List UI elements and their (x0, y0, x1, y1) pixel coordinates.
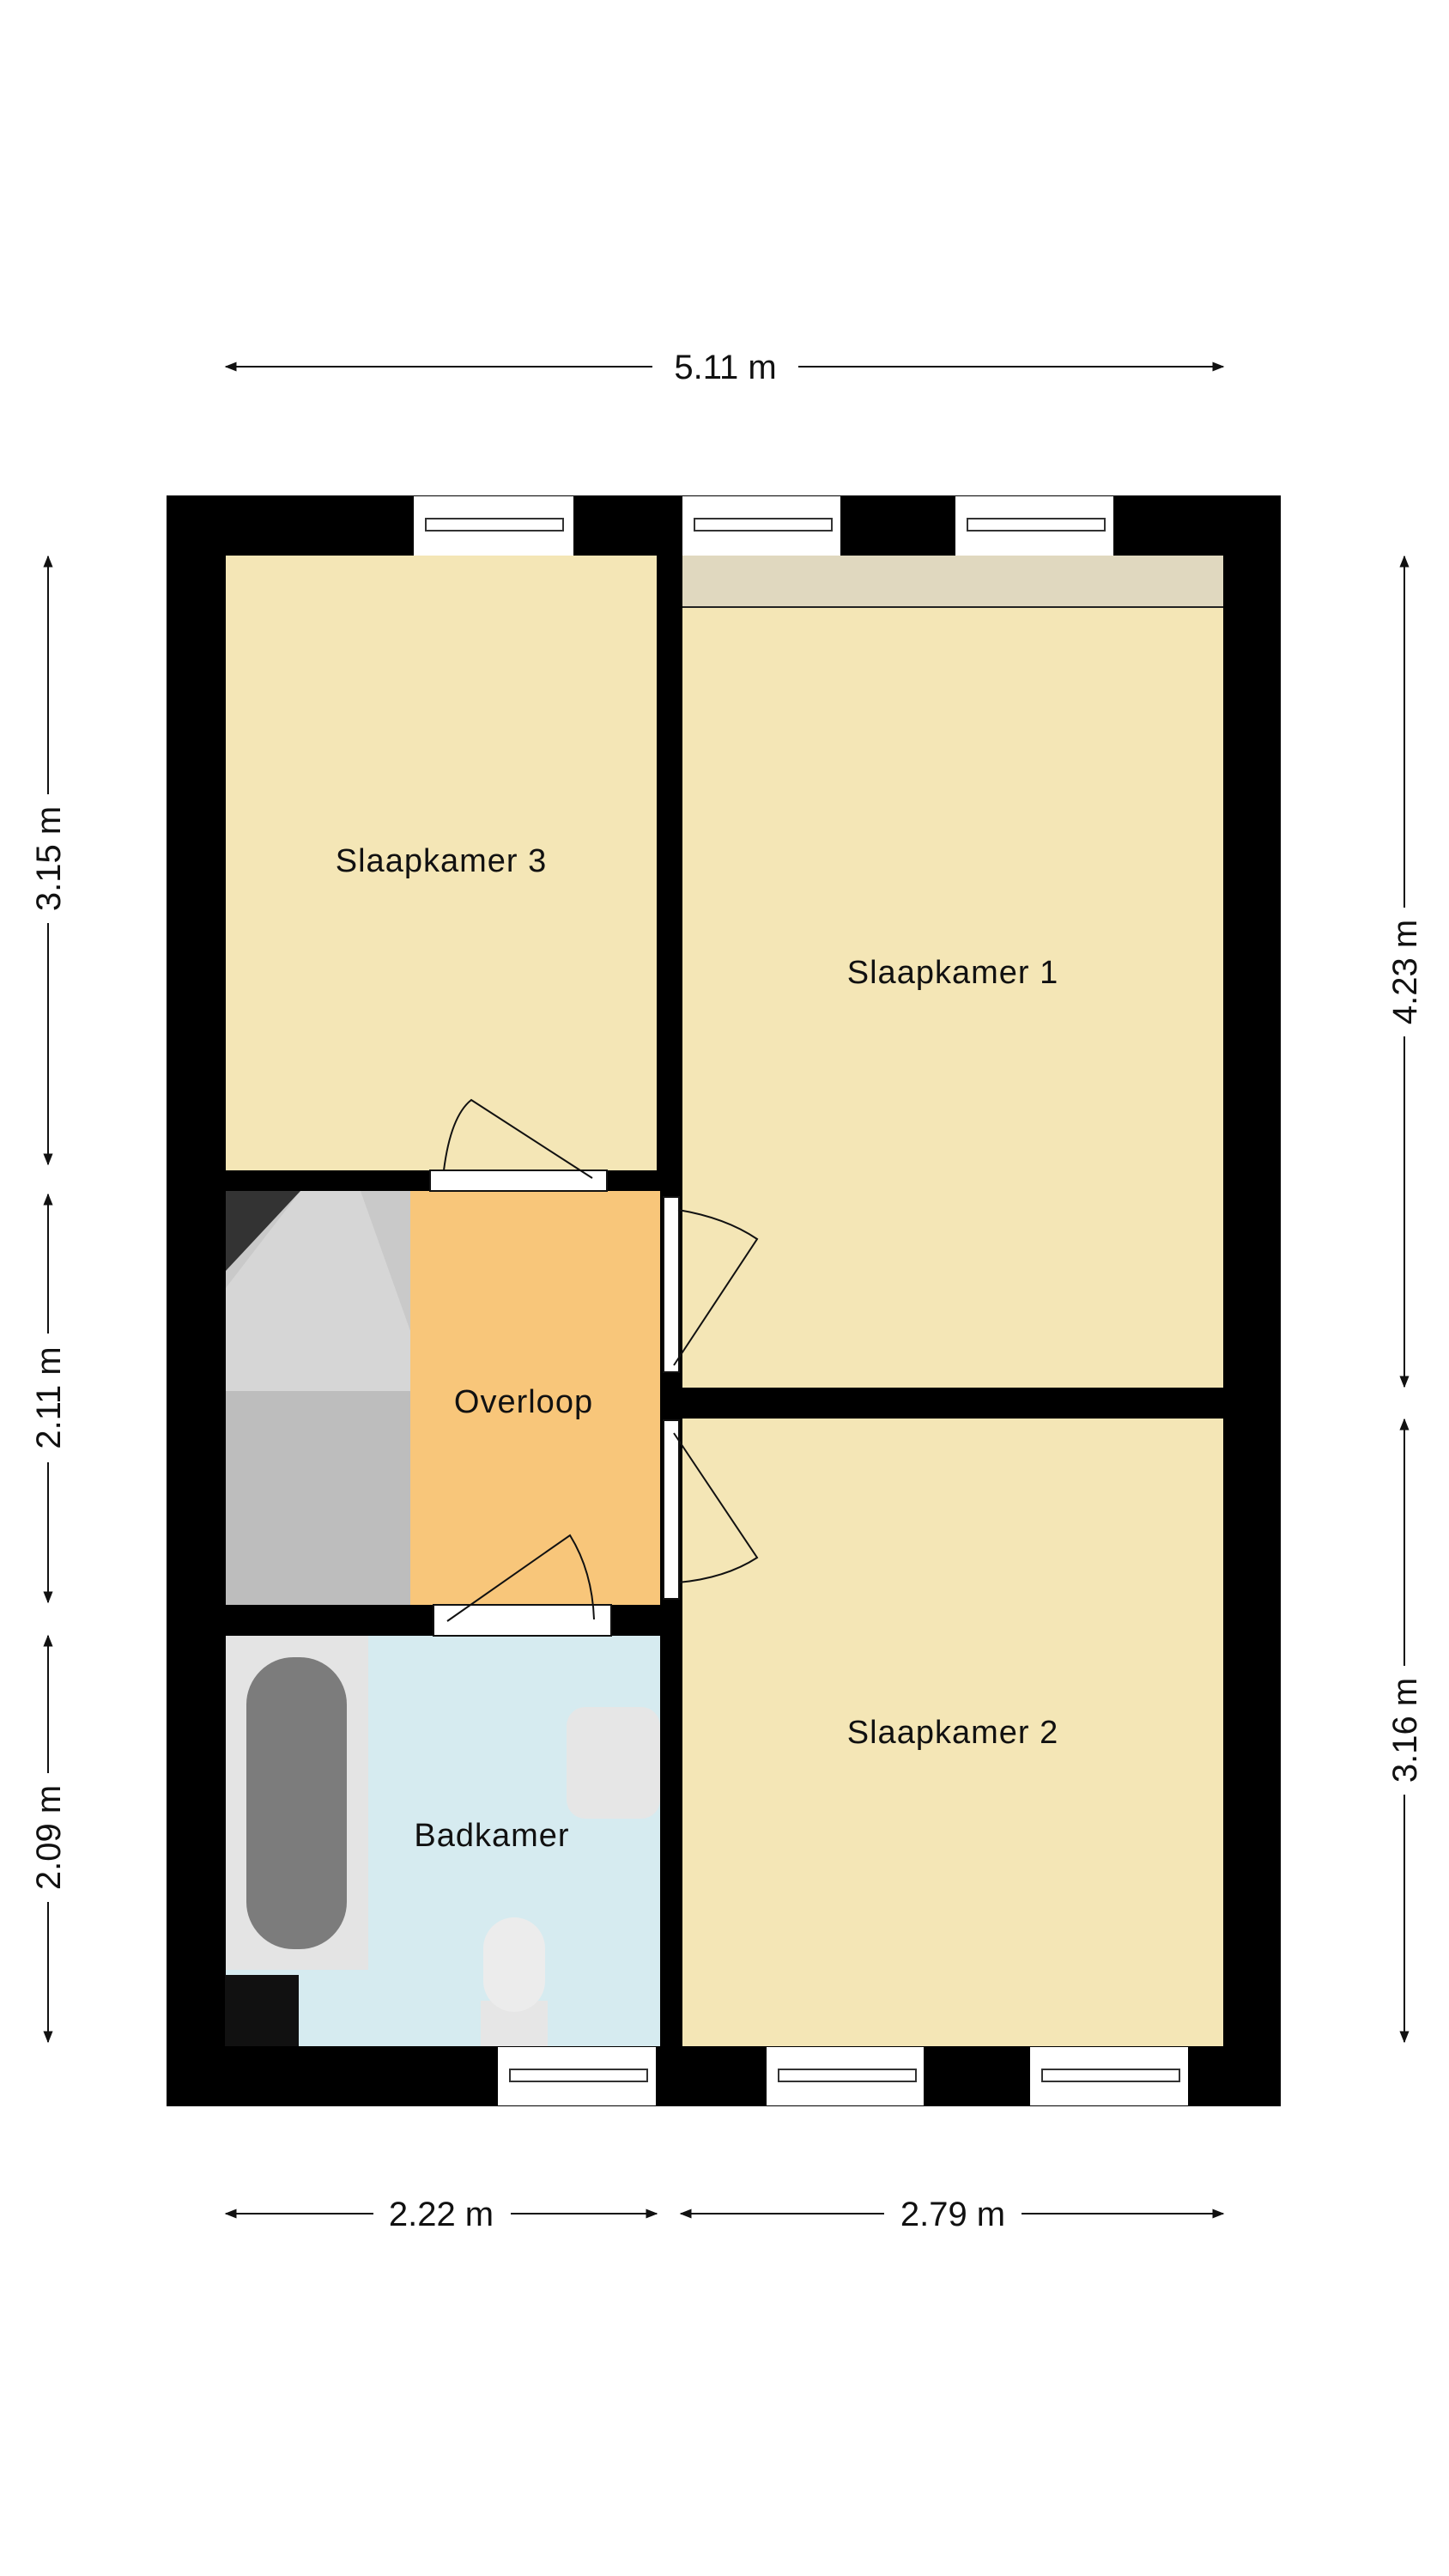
dim-bottom-right: 2.79 m (900, 2196, 1005, 2233)
dim-top-total: 5.11 m (674, 349, 776, 386)
room-slaapkamer-2[interactable] (682, 1419, 1223, 2046)
door-slaapkamer-3[interactable] (429, 1098, 608, 1192)
room-label-overloop: Overloop (454, 1384, 593, 1420)
windows-top (414, 496, 1113, 556)
windows-bottom (498, 2047, 1188, 2105)
dim-left-bottom: 2.09 m (30, 1785, 68, 1890)
dim-bottom-left: 2.22 m (389, 2196, 494, 2233)
door-slaapkamer-1[interactable] (663, 1196, 759, 1373)
sink (567, 1707, 660, 1819)
door-slaapkamer-2[interactable] (663, 1419, 759, 1600)
room-label-slaapkamer-1: Slaapkamer 1 (847, 955, 1058, 991)
bath-corner-block (225, 1975, 299, 2046)
room-overloop[interactable] (410, 1191, 660, 1605)
toilet-bowl (483, 1917, 545, 2012)
bathtub-basin (246, 1657, 347, 1949)
room-label-slaapkamer-2: Slaapkamer 2 (847, 1715, 1058, 1751)
dim-right-bottom: 3.16 m (1386, 1678, 1424, 1783)
dim-right-top: 4.23 m (1386, 920, 1424, 1024)
dim-left-top: 3.15 m (30, 806, 68, 911)
stair-void (226, 1191, 300, 1271)
room-label-badkamer: Badkamer (414, 1818, 569, 1854)
room-slaapkamer-3[interactable] (226, 556, 657, 1170)
built-in-strip (682, 556, 1223, 607)
stair-treads-top (226, 1191, 410, 1391)
dim-left-middle: 2.11 m (30, 1346, 68, 1449)
room-label-slaapkamer-3: Slaapkamer 3 (336, 843, 547, 879)
dimension-labels: 5.11 m 3.15 m 2.11 m 2.09 m 4.23 m 3.16 … (27, 339, 1426, 2238)
room-slaapkamer-1[interactable] (682, 556, 1223, 1388)
stair-treads (226, 1391, 410, 1605)
door-badkamer[interactable] (433, 1534, 612, 1637)
